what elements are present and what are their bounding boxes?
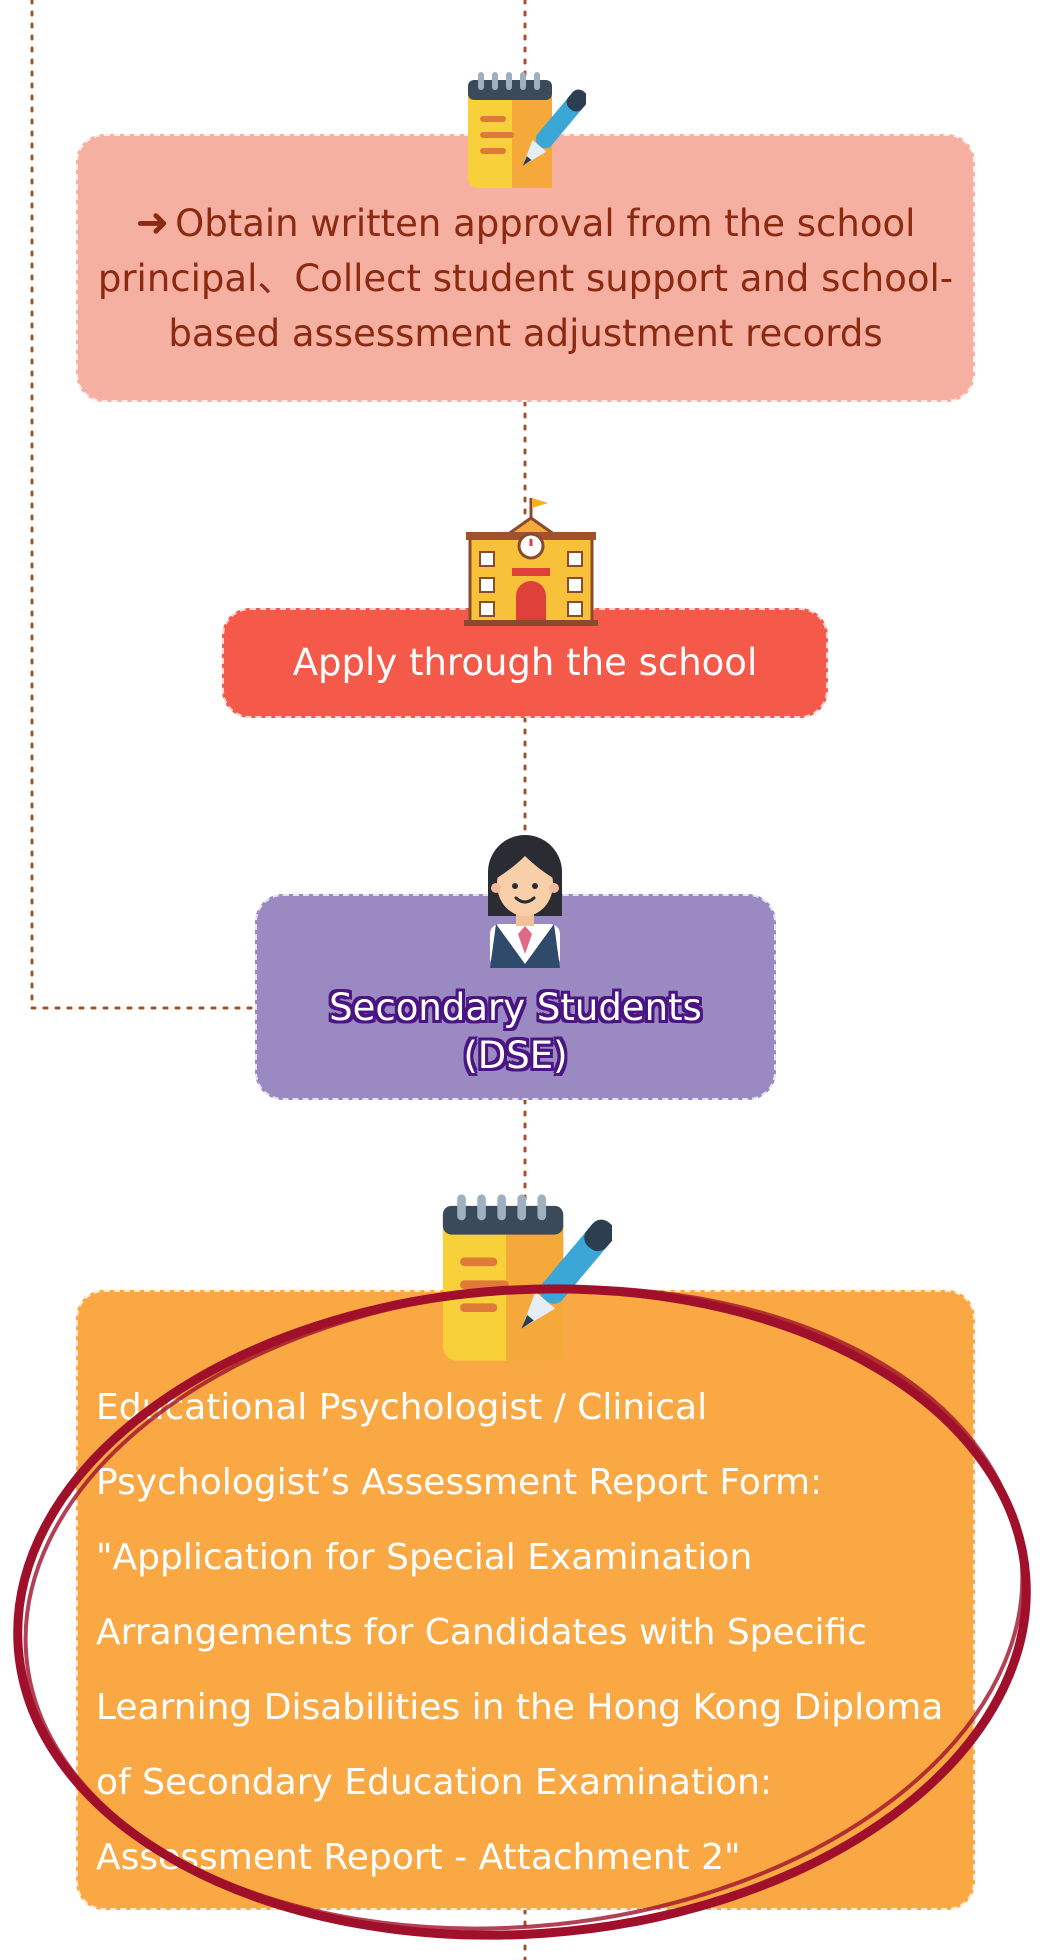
assessment-report-text: Educational Psychologist / Clinical Psyc… [96,1387,944,1878]
student-icon [488,835,562,968]
assessment-report-box: Educational Psychologist / Clinical Psyc… [76,1290,975,1910]
apply-through-school-box: Apply through the school [222,608,828,718]
notepad-pen-icon [442,1194,612,1361]
apply-through-school-text: Apply through the school [292,641,758,684]
notepad-pen-icon [468,72,586,188]
secondary-students-label: Secondary Students [329,986,702,1029]
approval-step-text: Obtain written approval from the school … [97,202,954,355]
arrow-right-icon: ➜ [135,200,170,246]
dse-label: (DSE) [463,1034,568,1077]
school-building-icon [464,498,598,626]
